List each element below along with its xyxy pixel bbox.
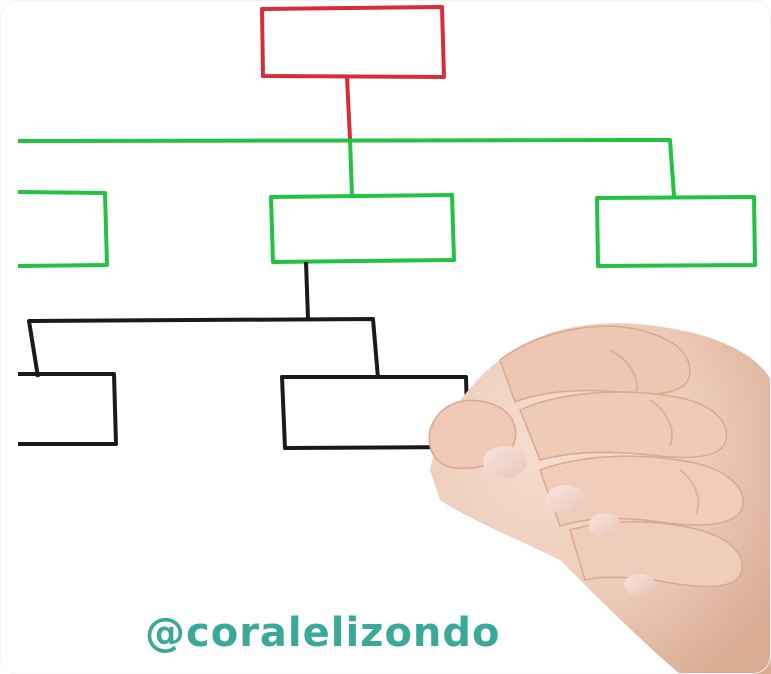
root-connector — [345, 76, 352, 140]
watermark-handle: @coralelizondo — [145, 610, 501, 656]
root-box — [260, 5, 446, 79]
hand-holding-marker-icon — [428, 323, 771, 674]
level1-center-drop — [348, 138, 354, 197]
level1-box-center — [269, 193, 456, 264]
level2-drop — [304, 261, 310, 320]
level1-bus — [17, 138, 676, 197]
level1-box-right — [595, 195, 757, 268]
level2-bus — [27, 317, 380, 379]
level1-box-left — [17, 190, 109, 268]
level2-box-left — [18, 372, 118, 446]
